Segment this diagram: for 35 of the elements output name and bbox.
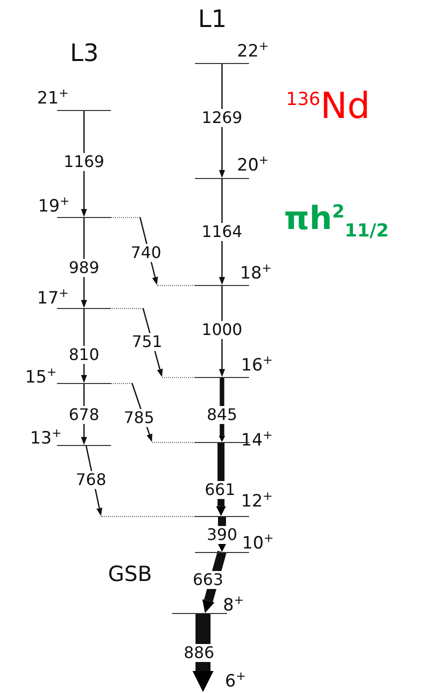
band-label: L1: [198, 6, 227, 34]
energy-label: 1269: [200, 109, 244, 127]
spin-label: 21$^{+}$: [37, 85, 69, 109]
spin-label: 22$^{+}$: [237, 38, 269, 62]
energy-label: 390: [206, 526, 238, 544]
energy-label: 845: [206, 406, 238, 424]
energy-label: 663: [192, 571, 224, 589]
band-label: L3: [70, 40, 99, 68]
spin-label: 19$^{+}$: [38, 193, 70, 217]
energy-label: 768: [74, 471, 108, 489]
spin-label: 17$^{+}$: [37, 285, 69, 309]
energy-label: 751: [130, 333, 164, 351]
band-label: GSB: [108, 562, 152, 586]
energy-label: 810: [68, 346, 100, 364]
spin-label: 10$^{+}$: [242, 530, 274, 554]
spin-label: 18$^{+}$: [240, 260, 272, 284]
energy-label: 740: [130, 244, 162, 262]
energy-label: 886: [182, 644, 216, 662]
energy-label: 1000: [200, 321, 244, 339]
spin-label: 13$^{+}$: [30, 425, 62, 449]
transition-arrow: [192, 613, 214, 692]
energy-label: 785: [122, 409, 156, 427]
energy-label: 678: [68, 406, 100, 424]
spin-label: 15$^{+}$: [25, 364, 57, 388]
energy-label: 1169: [62, 153, 106, 171]
spin-label: 8$^{+}$: [223, 592, 244, 616]
energy-label: 989: [68, 259, 100, 277]
spin-label: 12$^{+}$: [241, 488, 273, 512]
energy-label: 661: [204, 481, 236, 499]
spin-label: 14$^{+}$: [241, 427, 273, 451]
spin-label: 16$^{+}$: [241, 352, 273, 376]
energy-label: 1164: [200, 223, 244, 241]
nucleus-label: $^{136}$Nd: [286, 86, 370, 128]
spin-label: 20$^{+}$: [237, 152, 269, 176]
spin-label: 6$^{+}$: [225, 670, 246, 692]
